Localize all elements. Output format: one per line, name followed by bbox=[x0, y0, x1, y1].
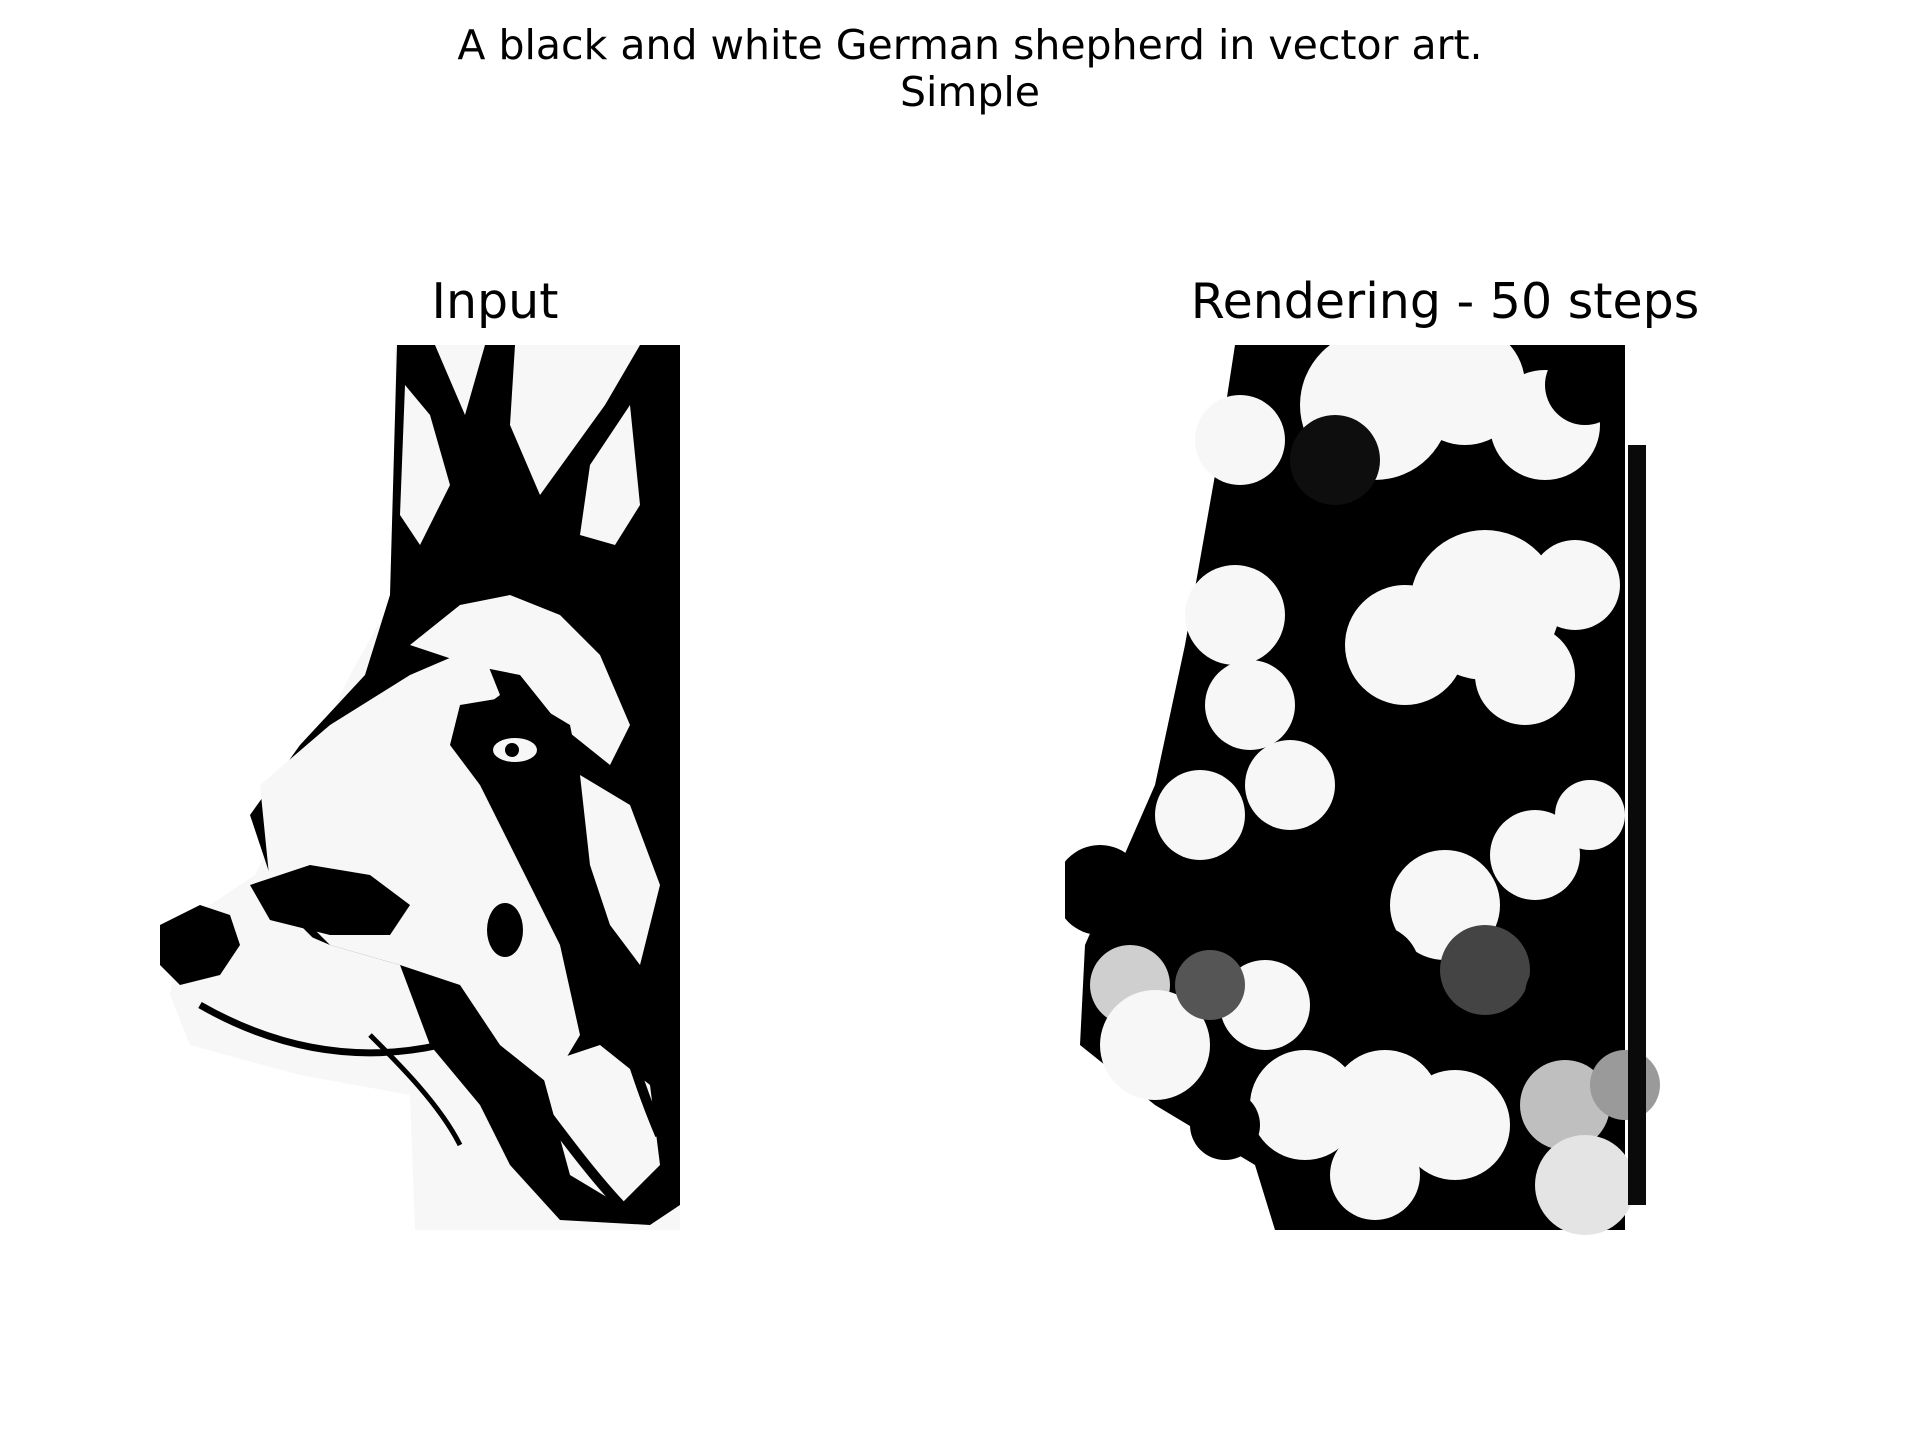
blob bbox=[1065, 845, 1145, 935]
input-panel-title: Input bbox=[431, 273, 559, 330]
blob bbox=[1100, 990, 1210, 1100]
fur-patch-forehead bbox=[410, 595, 630, 765]
blob bbox=[1175, 950, 1245, 1020]
figure-title-line-2: Simple bbox=[900, 68, 1040, 116]
mouth-line bbox=[198, 1001, 441, 1057]
left-ear-inner bbox=[400, 385, 450, 545]
blob bbox=[1195, 395, 1285, 485]
blob bbox=[1290, 840, 1390, 940]
blob bbox=[1185, 565, 1285, 665]
fur-patch-face bbox=[260, 645, 580, 1085]
blob-stripe bbox=[1628, 445, 1646, 1205]
blob bbox=[1590, 1050, 1660, 1120]
pupil bbox=[505, 743, 519, 757]
blob bbox=[1535, 1135, 1635, 1235]
blob bbox=[1520, 1060, 1610, 1150]
dog-illustration bbox=[160, 345, 680, 1230]
figure-title: A black and white German shepherd in vec… bbox=[0, 22, 1920, 116]
input-image bbox=[160, 345, 680, 1230]
rendering-panel-title: Rendering - 50 steps bbox=[1190, 273, 1700, 330]
nose bbox=[160, 905, 240, 985]
blob bbox=[1440, 925, 1530, 1015]
fur-stroke-1 bbox=[585, 903, 665, 1137]
blob bbox=[1245, 740, 1335, 830]
rendering-image bbox=[1065, 345, 1660, 1235]
blob bbox=[1345, 585, 1465, 705]
fur-patch-neck bbox=[540, 1045, 660, 1205]
blob bbox=[1545, 345, 1625, 425]
fur-stroke-2 bbox=[536, 1101, 634, 1219]
blob bbox=[1475, 625, 1575, 725]
blob bbox=[1155, 770, 1245, 860]
cheek-spot bbox=[487, 903, 523, 957]
blob bbox=[1205, 660, 1295, 750]
lower-jaw-stroke bbox=[368, 1033, 463, 1147]
blob bbox=[1330, 1130, 1420, 1220]
blob bbox=[1525, 955, 1605, 1035]
blob bbox=[1250, 1050, 1360, 1160]
blob bbox=[1290, 415, 1380, 505]
blob bbox=[1190, 1090, 1260, 1160]
right-ear-inner bbox=[580, 405, 640, 545]
muzzle-white bbox=[200, 915, 430, 1045]
muzzle-marking bbox=[250, 865, 410, 935]
blob bbox=[1555, 780, 1625, 850]
rendering-blobs bbox=[1065, 345, 1660, 1235]
fur-patch-cheek bbox=[580, 775, 660, 965]
blob bbox=[1490, 810, 1580, 900]
blob bbox=[1530, 540, 1620, 630]
blob bbox=[1330, 925, 1420, 1015]
blob bbox=[1400, 1070, 1510, 1180]
figure-title-line-1: A black and white German shepherd in vec… bbox=[457, 21, 1483, 69]
